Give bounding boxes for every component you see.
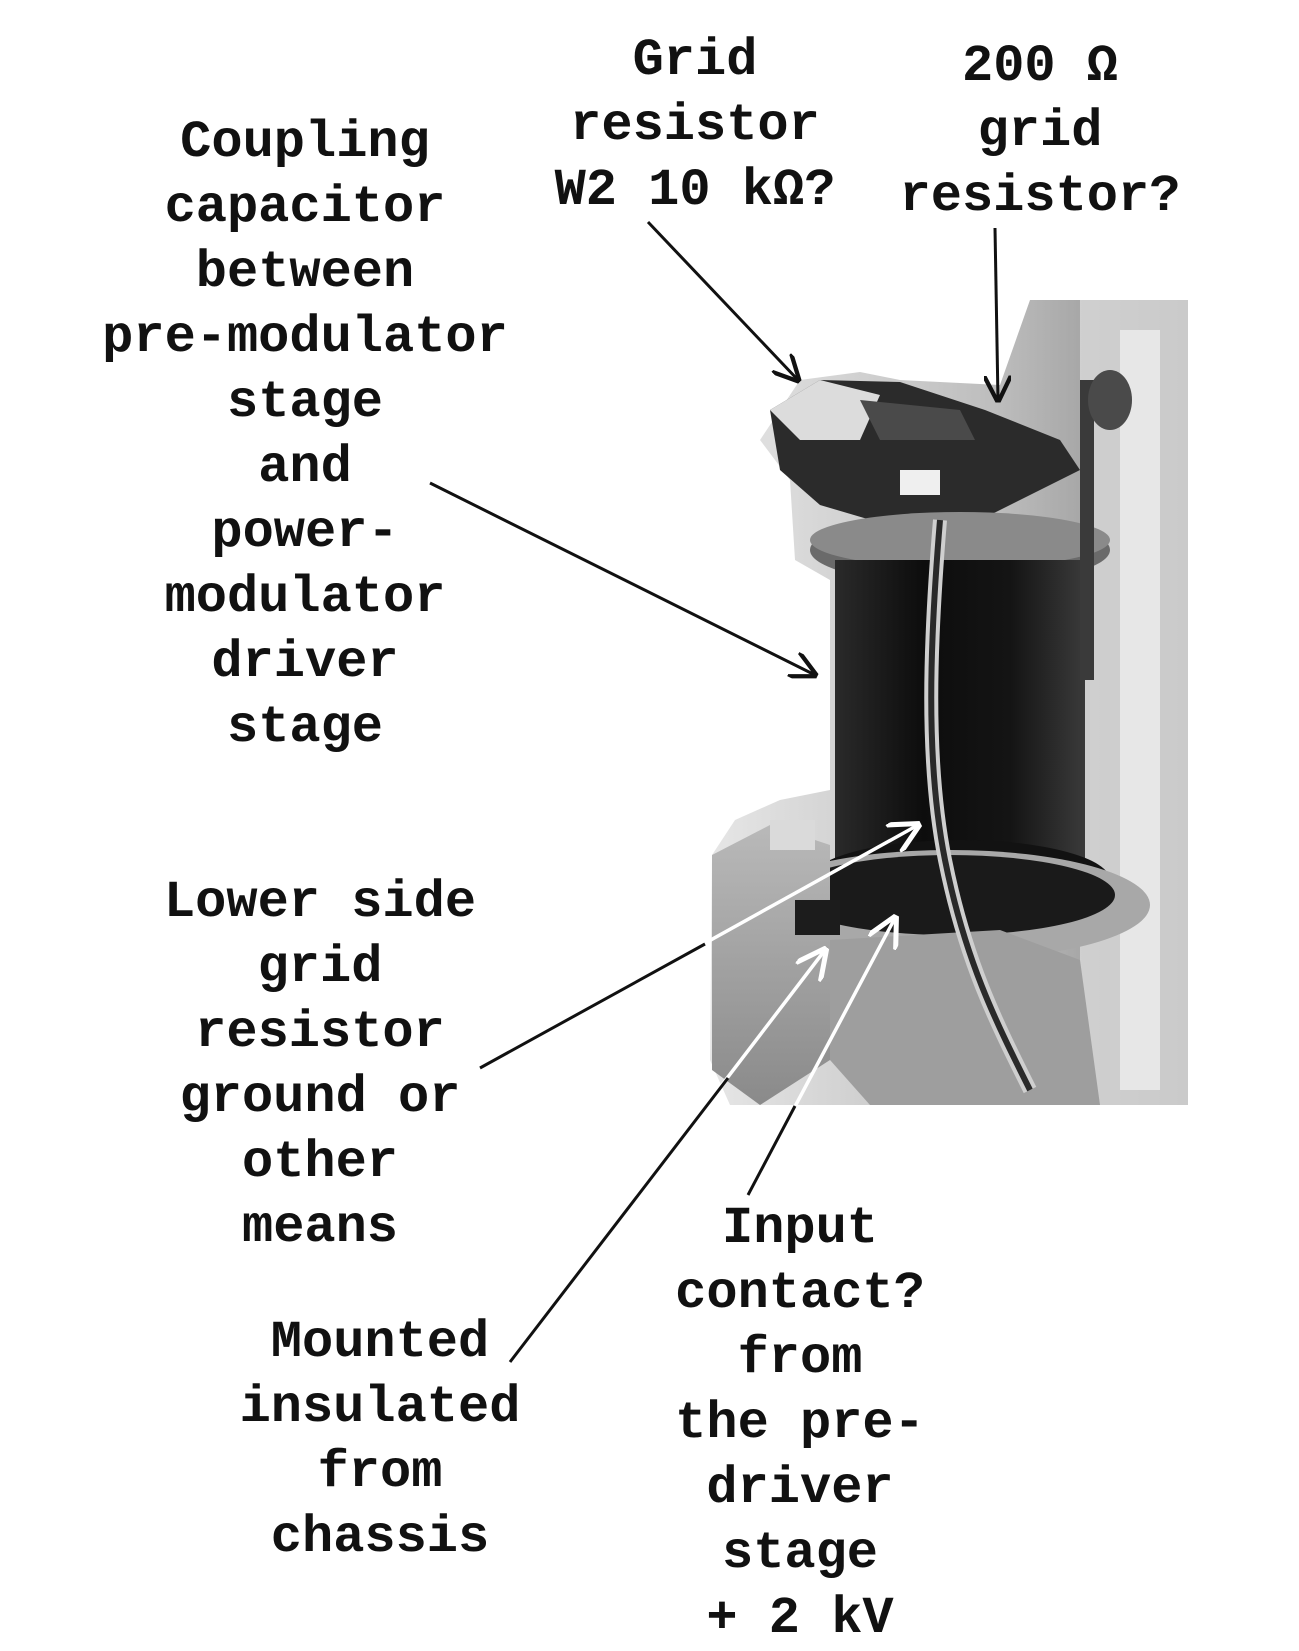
arrow-mounted-dark: [508, 1077, 730, 1363]
label-input-contact: Input contact? from the pre- driver stag…: [675, 1199, 925, 1648]
label-mounted-insulated: Mounted insulated from chassis: [239, 1313, 521, 1567]
arrow-grid-resistor-w2: [646, 220, 798, 380]
arrow-coupling-capacitor: [429, 481, 815, 675]
label-lower-side-grid-resistor: Lower side grid resistor ground or other…: [163, 873, 477, 1257]
arrow-input-contact-dark: [746, 1105, 797, 1196]
arrow-grid-resistor-200: [995, 227, 998, 400]
label-grid-resistor-200: 200 Ω grid resistor?: [899, 37, 1181, 226]
arrow-lower-side-dark: [479, 942, 706, 1070]
label-grid-resistor-w2: Grid resistor W2 10 kΩ?: [554, 31, 836, 220]
label-coupling-capacitor: Coupling capacitor between pre-modulator…: [102, 113, 508, 757]
